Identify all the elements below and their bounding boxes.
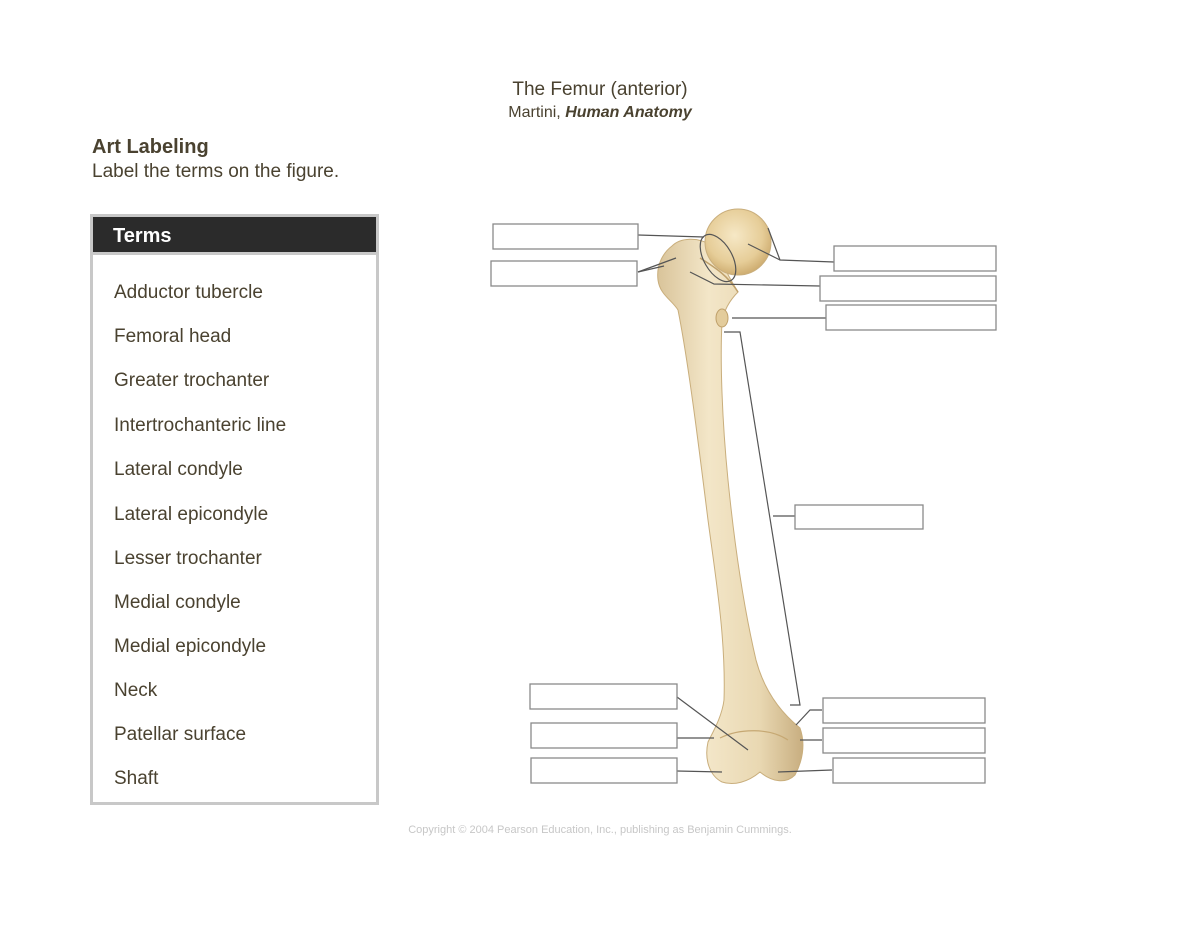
label-box-7[interactable] [529, 683, 678, 710]
term-lesser-trochanter[interactable]: Lesser trochanter [114, 548, 262, 569]
label-boxes [490, 223, 997, 784]
terms-panel: Terms Adductor tubercle Femoral head Gre… [90, 214, 379, 805]
label-box-2[interactable] [490, 260, 638, 287]
femur-bone [657, 208, 804, 785]
term-femoral-head[interactable]: Femoral head [114, 326, 232, 347]
terms-header: Terms [93, 217, 376, 255]
source-author: Martini, [508, 104, 561, 121]
label-box-12[interactable] [832, 757, 986, 784]
label-box-3[interactable] [833, 245, 997, 272]
term-patellar-surface[interactable]: Patellar surface [114, 724, 247, 745]
label-box-8[interactable] [530, 722, 678, 749]
label-box-10[interactable] [822, 697, 986, 724]
term-medial-epicondyle[interactable]: Medial epicondyle [114, 636, 267, 657]
leader-lines [637, 227, 835, 773]
figure-title: The Femur (anterior) [512, 79, 688, 100]
figure-source: Martini, Human Anatomy [0, 104, 1200, 122]
activity-heading: Art Labeling [92, 136, 209, 158]
term-medial-condyle[interactable]: Medial condyle [114, 592, 241, 613]
copyright-notice: Copyright © 2004 Pearson Education, Inc.… [408, 824, 792, 836]
label-box-5[interactable] [825, 304, 997, 331]
term-lateral-epicondyle[interactable]: Lateral epicondyle [114, 504, 269, 525]
label-box-11[interactable] [822, 727, 986, 754]
label-box-1[interactable] [492, 223, 639, 250]
term-intertrochanteric-line[interactable]: Intertrochanteric line [114, 415, 287, 436]
term-neck[interactable]: Neck [114, 680, 158, 701]
label-box-4[interactable] [819, 275, 997, 302]
source-book: Human Anatomy [565, 104, 692, 121]
term-lateral-condyle[interactable]: Lateral condyle [114, 459, 243, 480]
label-box-6[interactable] [794, 504, 924, 530]
term-shaft[interactable]: Shaft [114, 768, 159, 789]
term-adductor-tubercle[interactable]: Adductor tubercle [114, 282, 263, 303]
term-greater-trochanter[interactable]: Greater trochanter [114, 370, 270, 391]
label-box-9[interactable] [530, 757, 678, 784]
activity-instruction: Label the terms on the figure. [92, 161, 340, 182]
